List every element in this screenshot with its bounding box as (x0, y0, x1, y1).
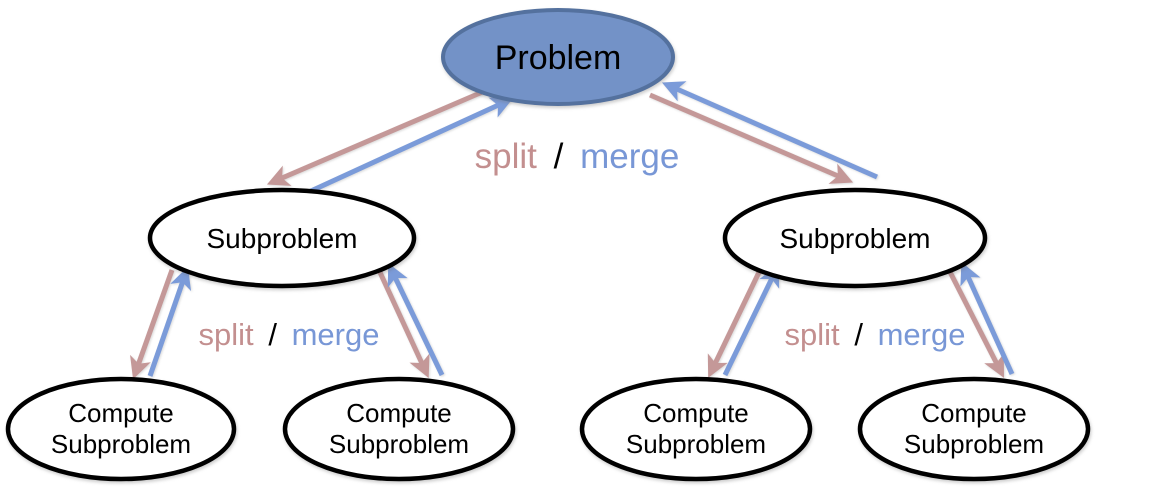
arrow-merge-compute-3-to-subproblem-right (722, 264, 780, 377)
node-compute-subproblem-1: Compute Subproblem (5, 376, 237, 482)
edge-label-top-merge: merge (580, 137, 679, 176)
subproblem-right-label: Subproblem (780, 223, 931, 254)
subproblem-left-label: Subproblem (207, 223, 358, 254)
arrow-split-subproblem-left-to-compute-1 (130, 269, 175, 380)
arrow-split-subproblem-right-to-compute-4 (945, 266, 1004, 378)
node-compute-subproblem-2: Compute Subproblem (282, 376, 516, 482)
compute-2-ellipse (282, 376, 516, 482)
subproblem-left-ellipse (147, 187, 417, 289)
edge-label-right-split: split (785, 317, 841, 352)
compute-2-label-line1: Compute (346, 398, 452, 428)
compute-1-label-line1: Compute (68, 398, 174, 428)
arrow-merge-compute-4-to-subproblem-right (960, 261, 1015, 376)
edge-label-right-merge: merge (878, 317, 966, 352)
edge-label-left-merge: merge (292, 317, 380, 352)
edge-label-left-split: split (199, 317, 255, 352)
compute-3-label-line2: Subproblem (626, 429, 766, 459)
edge-label-top-split: split (475, 137, 538, 176)
compute-1-ellipse (5, 376, 237, 482)
compute-4-label-line1: Compute (921, 398, 1027, 428)
arrow-merge-subproblem-left-to-problem (298, 97, 513, 199)
arrow-merge-compute-2-to-subproblem-left (387, 263, 445, 377)
arrow-split-problem-to-subproblem-left (266, 87, 488, 186)
compute-4-ellipse (857, 376, 1091, 482)
node-compute-subproblem-3: Compute Subproblem (579, 376, 813, 482)
node-subproblem-right: Subproblem (722, 187, 988, 289)
node-problem: Problem (441, 8, 675, 106)
compute-3-ellipse (579, 376, 813, 482)
edge-label-right: split / merge (785, 317, 966, 352)
edge-label-top-separator: / (554, 137, 564, 176)
arrow-merge-compute-1-to-subproblem-left (147, 266, 192, 377)
compute-4-label-line2: Subproblem (904, 429, 1044, 459)
edge-label-right-separator: / (854, 317, 863, 352)
edge-label-left: split / merge (199, 317, 380, 352)
edge-label-top: split / merge (475, 137, 680, 176)
edge-label-left-separator: / (268, 317, 277, 352)
compute-3-label-line1: Compute (643, 398, 749, 428)
subproblem-right-ellipse (722, 187, 988, 289)
node-subproblem-left: Subproblem (147, 187, 417, 289)
compute-1-label-line2: Subproblem (51, 429, 191, 459)
arrow-split-subproblem-left-to-compute-2 (375, 266, 430, 378)
problem-ellipse (441, 8, 675, 106)
arrow-merge-subproblem-right-to-problem (661, 81, 879, 180)
arrow-split-problem-to-subproblem-right (649, 92, 854, 184)
compute-2-label-line2: Subproblem (329, 429, 469, 459)
problem-label: Problem (495, 39, 622, 77)
node-compute-subproblem-4: Compute Subproblem (857, 376, 1091, 482)
arrow-split-subproblem-right-to-compute-3 (707, 264, 765, 378)
